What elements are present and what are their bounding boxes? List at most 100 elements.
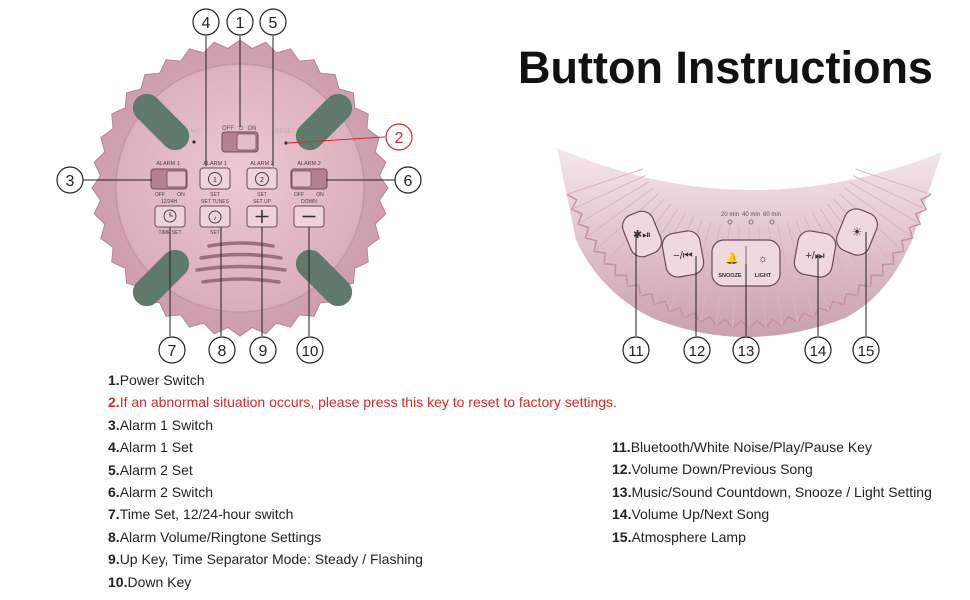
rubber-grip-top-left	[132, 93, 190, 151]
legend-item-number: 13.	[612, 483, 632, 500]
volume-down-previous-key[interactable]: −/⏮	[660, 229, 705, 279]
ringtone-icon	[208, 210, 222, 224]
callout-11: 11	[622, 336, 650, 364]
svg-text:5: 5	[269, 15, 278, 32]
reset-button[interactable]	[284, 141, 288, 145]
legend-item-number: 2.	[108, 394, 120, 411]
legend-item-text: Volume Down/Previous Song	[631, 461, 813, 478]
bluetooth-play-pause-key[interactable]: ✱⏯	[619, 208, 665, 261]
legend-item: 8.Alarm Volume/Ringtone Settings	[108, 526, 617, 548]
alarm2-switch-label: ALARM 2	[297, 161, 321, 167]
callout-badges: 4 1 5 2 3 6 7 8 9 10 11 12 13 14 15	[56, 8, 880, 364]
legend-item-text: Alarm 1 Switch	[119, 416, 214, 433]
snooze-label: SNOOZE	[718, 273, 742, 279]
legend-item-text: Atmosphere Lamp	[631, 528, 746, 545]
svg-text:12: 12	[689, 343, 706, 360]
callout-10: 10	[296, 336, 324, 364]
legend-item-number: 1.	[108, 372, 120, 388]
alarm2-on-label: ON	[316, 192, 324, 198]
h1224-label: 12/24H	[161, 199, 178, 205]
alarm1-set-button[interactable]	[199, 167, 231, 190]
svg-text:13: 13	[738, 343, 755, 360]
alarm2-digit: 2	[260, 177, 264, 184]
legend-item: 11.Bluetooth/White Noise/Play/Pause Key	[612, 436, 932, 458]
legend-item-text: Down Key	[127, 573, 192, 590]
music-note-icon: ♪	[213, 215, 217, 222]
power-on-label: ON	[248, 126, 257, 132]
legend-item: 12.Volume Down/Previous Song	[612, 458, 932, 480]
legend-item-text: Power Switch	[119, 372, 205, 388]
tunes-set-label: SET	[210, 230, 220, 236]
legend-item: 6.Alarm 2 Switch	[108, 481, 617, 503]
clock-icon	[163, 209, 177, 223]
countdown-60-label: 60 min	[763, 212, 781, 218]
alarm1-digit: 1	[213, 177, 217, 184]
device-back-view: OFF ⏻ ON MIC RESET ALARM 1 OFF ON 12/24H…	[91, 39, 389, 337]
svg-text:1: 1	[236, 15, 245, 32]
legend-item-number: 6.	[108, 484, 120, 501]
legend-item: 13.Music/Sound Countdown, Snooze / Light…	[612, 481, 932, 503]
legend-item: 9.Up Key, Time Separator Mode: Steady / …	[108, 548, 617, 570]
legend-item: 1.Power Switch	[108, 369, 617, 391]
callout-14: 14	[804, 336, 832, 364]
legend-item-number: 7.	[108, 506, 120, 523]
set-tunes-label: SET TUNES	[201, 199, 230, 205]
legend-item-text: Volume Up/Next Song	[631, 506, 770, 523]
legend-item-number: 10.	[108, 573, 128, 590]
svg-text:4: 4	[202, 15, 211, 32]
legend-item-number: 12.	[612, 461, 632, 478]
alarm-clock-2-icon	[255, 172, 269, 186]
reset-label: RESET	[275, 129, 295, 135]
svg-text:15: 15	[858, 343, 875, 360]
set-up-label: SET UP	[253, 199, 272, 205]
legend-item-number: 4.	[108, 439, 120, 456]
alarm-tunes-button[interactable]	[199, 205, 231, 228]
countdown-60-led	[769, 219, 775, 225]
power-off-label: OFF	[222, 126, 234, 132]
rubber-grip-bottom-right	[295, 249, 353, 307]
legend-item: 4.Alarm 1 Set	[108, 436, 617, 458]
svg-text:8: 8	[218, 343, 227, 360]
callout-3: 3	[56, 166, 84, 194]
legend-item-text: If an abnormal situation occurs, please …	[119, 394, 617, 411]
callout-5: 5	[259, 8, 287, 36]
callout-13: 13	[732, 336, 760, 364]
volume-up-next-icon: +/⏭	[805, 250, 824, 262]
alarm1-switch-knob[interactable]	[166, 170, 187, 188]
callout-lines	[83, 36, 867, 336]
atmosphere-lamp-key[interactable]: ☀	[833, 205, 881, 259]
power-switch-knob[interactable]	[236, 133, 257, 151]
svg-text:11: 11	[628, 343, 644, 360]
countdown-40-led	[748, 219, 754, 225]
svg-text:7: 7	[168, 343, 177, 360]
bluetooth-play-pause-icon: ✱⏯	[633, 229, 651, 241]
device-front-view: 20 min 40 min 60 min ✱⏯ −/⏮ 🔔 ☼ SNOOZE L…	[557, 148, 942, 337]
callout-8: 8	[208, 336, 236, 364]
alarm1-set-sub: SET	[210, 192, 220, 198]
callout-15: 15	[852, 336, 880, 364]
alarm1-set-label: ALARM 1	[203, 161, 227, 167]
alarm2-set-button[interactable]	[246, 167, 278, 190]
legend-item: 10.Down Key	[108, 571, 617, 593]
light-label: LIGHT	[755, 273, 772, 279]
callout-1: 1	[226, 8, 254, 36]
volume-up-next-key[interactable]: +/⏭	[792, 229, 837, 279]
svg-text:9: 9	[259, 343, 268, 360]
svg-text:2: 2	[395, 130, 404, 147]
callout-9: 9	[249, 336, 277, 364]
alarm2-switch-knob[interactable]	[291, 170, 312, 188]
callout-6: 6	[394, 166, 422, 194]
plus-icon	[255, 210, 269, 223]
callout-2: 2	[385, 123, 413, 151]
alarm2-set-label: ALARM 2	[250, 161, 274, 167]
countdown-20-led	[727, 219, 733, 225]
legend-item-text: Music/Sound Countdown, Snooze / Light Se…	[631, 483, 932, 500]
mic-label: MIC	[191, 129, 203, 135]
legend-item: 14.Volume Up/Next Song	[612, 503, 932, 525]
callout-4: 4	[192, 8, 220, 36]
lamp-icon: ☀	[852, 225, 863, 239]
callout-line-2	[287, 136, 386, 144]
alarm1-switch-label: ALARM 1	[156, 161, 180, 167]
legend-item-number: 15.	[612, 528, 632, 545]
